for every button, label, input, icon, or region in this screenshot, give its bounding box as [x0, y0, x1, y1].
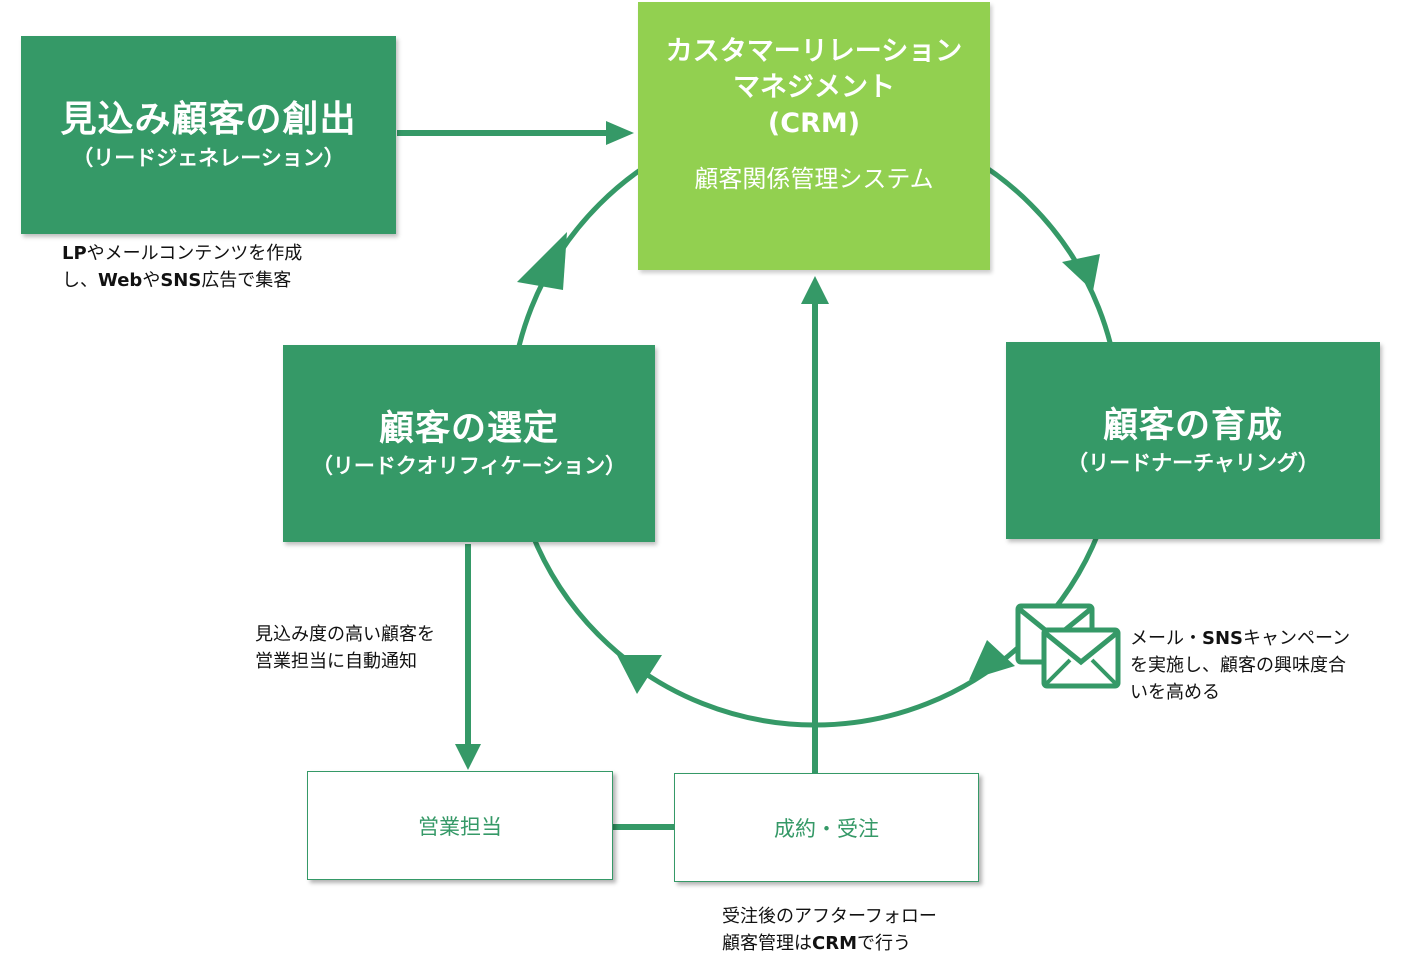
- cycle-arrowhead-upper-right: [1062, 254, 1100, 291]
- arrowhead-qualification-to-sales: [455, 744, 481, 770]
- after-sales-note-line2: 顧客管理はCRMで行う: [722, 933, 911, 954]
- cycle-arrowhead-lower-left: [617, 655, 662, 694]
- lead-generation-title: 見込み顧客の創出: [60, 99, 357, 140]
- lead-qualification-subtitle: （リードクオリフィケーション）: [311, 453, 627, 478]
- lead-qualification-box: 顧客の選定 （リードクオリフィケーション）: [283, 345, 655, 542]
- nurturing-note: メール・SNSキャンペーン を実施し、顧客の興味度合 いを高める: [1130, 625, 1350, 706]
- nurturing-note-line3: いを高める: [1130, 682, 1220, 703]
- lead-generation-note: LPやメールコンテンツを作成 し、WebやSNS広告で集客: [62, 240, 302, 294]
- lead-generation-note-line2: し、WebやSNS広告で集客: [62, 270, 292, 291]
- lead-qualification-title: 顧客の選定: [378, 408, 559, 449]
- lead-generation-subtitle: （リードジェネレーション）: [72, 146, 345, 170]
- crm-title-line2: マネジメント: [733, 72, 895, 103]
- crm-box: カスタマーリレーション マネジメント (CRM) 顧客関係管理システム: [638, 2, 990, 270]
- qualification-note: 見込み度の高い顧客を 営業担当に自動通知: [255, 621, 435, 675]
- nurturing-note-line2: を実施し、顧客の興味度合: [1130, 655, 1346, 676]
- sales-rep-label: 営業担当: [418, 814, 502, 839]
- after-sales-note-line1: 受注後のアフターフォロー: [722, 906, 937, 927]
- lead-generation-box: 見込み顧客の創出 （リードジェネレーション）: [21, 36, 396, 234]
- lead-nurturing-title: 顧客の育成: [1102, 405, 1283, 446]
- crm-subtitle: 顧客関係管理システム: [694, 165, 934, 193]
- crm-title-line3: (CRM): [767, 108, 861, 139]
- deal-closed-label: 成約・受注: [774, 816, 879, 841]
- sales-rep-box: 営業担当: [307, 771, 613, 880]
- lead-generation-note-line1: LPやメールコンテンツを作成: [62, 243, 303, 264]
- cycle-arrowhead-lower-right: [969, 640, 1015, 680]
- envelope-icon: [1015, 603, 1121, 689]
- qualification-note-line1: 見込み度の高い顧客を: [255, 624, 435, 645]
- deal-closed-box: 成約・受注: [674, 773, 979, 882]
- envelope-front-icon: [1041, 627, 1121, 689]
- arrowhead-leadgen-to-crm: [606, 121, 634, 145]
- arrowhead-deal-to-crm: [801, 276, 829, 304]
- nurturing-note-line1: メール・SNSキャンペーン: [1130, 628, 1351, 649]
- lead-nurturing-subtitle: （リードナーチャリング）: [1067, 450, 1319, 475]
- after-sales-note: 受注後のアフターフォロー 顧客管理はCRMで行う: [722, 903, 937, 957]
- qualification-note-line2: 営業担当に自動通知: [255, 651, 417, 672]
- lead-nurturing-box: 顧客の育成 （リードナーチャリング）: [1006, 342, 1380, 539]
- crm-title-line1: カスタマーリレーション: [665, 36, 963, 67]
- cycle-arrowhead-upper-left: [517, 232, 567, 290]
